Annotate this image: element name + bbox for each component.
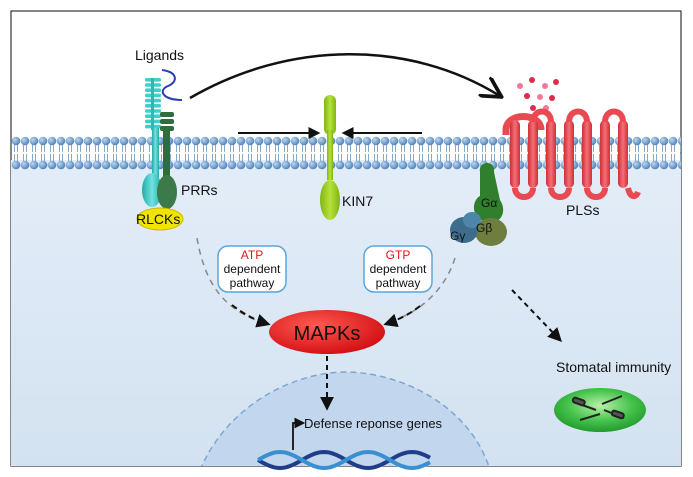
peptide-dots <box>517 77 559 111</box>
ligand-to-pls-arrow <box>189 53 500 100</box>
ligands-label: Ligands <box>135 47 184 63</box>
plss-label: PLSs <box>566 202 599 218</box>
g-beta-label: Gβ <box>476 221 492 235</box>
atp-line1: dependent <box>224 262 281 276</box>
gtp-line1: dependent <box>370 262 427 276</box>
atp-line2: pathway <box>230 276 275 290</box>
atp-to-mapk-arrow <box>231 304 271 328</box>
gtp-line2: pathway <box>376 276 421 290</box>
atp-pathway-box: ATP dependent pathway <box>217 245 287 293</box>
dna-helix <box>257 449 431 471</box>
g-gamma-label: Gγ <box>450 229 465 243</box>
transcription-start-arrow <box>292 417 306 450</box>
rlcks-label: RLCKs <box>136 211 180 227</box>
stomata-icon <box>554 388 646 432</box>
rlck-ellipse <box>136 207 184 231</box>
to-stomatal-arrow <box>511 289 562 343</box>
nucleus <box>201 371 490 466</box>
ligand-squiggle <box>161 69 183 101</box>
prr-receptor <box>136 78 184 231</box>
stomatal-immunity-label: Stomatal immunity <box>556 359 671 375</box>
gtp-title: GTP <box>386 248 411 262</box>
kin7-protein <box>320 95 340 220</box>
g-alpha-label: Gα <box>481 196 497 210</box>
gtp-pathway-box: GTP dependent pathway <box>363 245 433 293</box>
gtp-to-mapk-arrow <box>383 305 421 328</box>
defense-genes-label: Defense reponse genes <box>304 416 443 431</box>
g-protein-complex <box>450 163 507 246</box>
mapks-ellipse <box>269 310 385 354</box>
kin7-label: KIN7 <box>342 193 373 209</box>
atp-title: ATP <box>241 248 263 262</box>
pls-receptor <box>502 108 641 200</box>
prrs-label: PRRs <box>181 182 218 198</box>
gtp-pathway-curve <box>389 257 456 323</box>
mapks-label: MAPKs <box>294 323 361 345</box>
